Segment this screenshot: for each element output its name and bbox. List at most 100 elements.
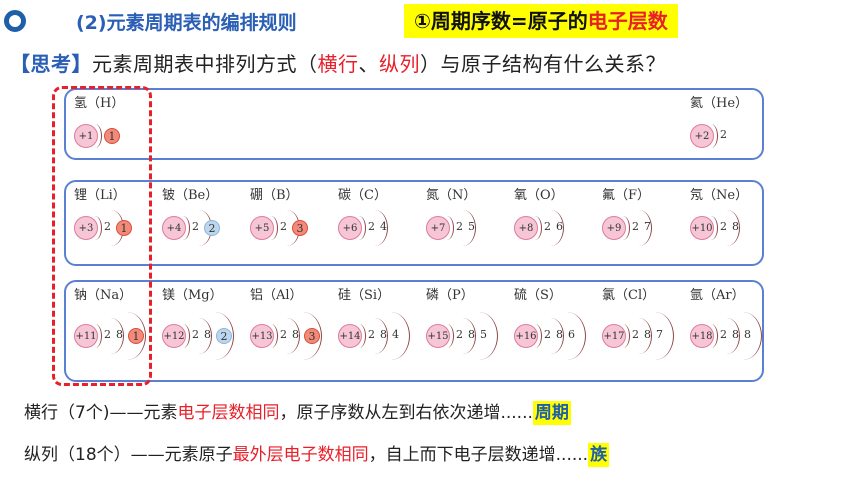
think-question: 【思考】元素周期表中排列方式（横行、纵列）与原子结构有什么关系？	[10, 48, 666, 77]
electron-count: 4	[392, 328, 399, 341]
question-red-b: 纵列	[379, 52, 420, 76]
element-name: 硫（S）	[514, 288, 562, 303]
electron-count: 2	[720, 128, 727, 141]
element-name: 磷（P）	[426, 288, 474, 303]
shell-arc-icon	[372, 312, 410, 360]
electron-count: 2	[204, 220, 220, 236]
summary-row-text-a: 横行（7个)——元素	[24, 403, 178, 423]
summary-col-red: 最外层电子数相同	[232, 445, 369, 465]
electron-count: 5	[480, 328, 487, 341]
electron-count: 1	[116, 220, 132, 236]
shell-arc-icon	[538, 210, 564, 246]
question-sep: 、	[358, 52, 379, 76]
shell-arc-icon	[450, 210, 476, 246]
logo-ring-icon	[4, 10, 26, 32]
shell-arc-icon	[724, 312, 762, 360]
electron-count: 2	[216, 328, 232, 344]
shell-arc-icon	[626, 210, 652, 246]
shell-arc-icon	[704, 124, 718, 148]
shell-arc-icon	[88, 124, 102, 148]
shell-arc-icon	[460, 312, 498, 360]
element-name: 氦（He）	[690, 96, 749, 111]
summary-row-red: 电子层数相同	[177, 403, 280, 423]
electron-count: 8	[732, 220, 739, 233]
question-red-a: 横行	[317, 52, 359, 76]
element-name: 锂（Li）	[74, 188, 126, 203]
rule-highlight: ①周期序数=原子的电子层数	[404, 4, 678, 38]
element-name: 氯（Cl）	[602, 288, 656, 303]
shell-arc-icon	[284, 312, 322, 360]
electron-count: 8	[744, 328, 751, 341]
rule-black-text: 原子的	[527, 9, 588, 33]
electron-count: 3	[304, 328, 320, 344]
rule-red-text: 电子层数	[587, 9, 668, 33]
shell-arc-icon	[196, 312, 234, 360]
electron-count: 3	[292, 220, 308, 236]
element-name: 碳（C）	[338, 188, 387, 203]
section-title: (2)元素周期表的编排规则	[76, 12, 297, 34]
question-tag: 【思考】	[10, 52, 92, 76]
question-text-b: ）与原子结构有什么关系？	[420, 52, 666, 76]
electron-count: 5	[468, 220, 475, 233]
summary-col-text-b: ，自上而下电子层数递增......	[368, 445, 589, 465]
summary-periods: 横行（7个)——元素电子层数相同，原子序数从左到右依次递增......周期	[24, 398, 571, 425]
element-name: 铍（Be）	[162, 188, 219, 203]
summary-col-key: 族	[588, 443, 610, 467]
shell-arc-icon	[714, 210, 740, 246]
element-name: 氟（F）	[602, 188, 651, 203]
question-text-a: 元素周期表中排列方式（	[92, 52, 318, 76]
element-name: 硼（B）	[250, 188, 299, 203]
electron-count: 6	[568, 328, 575, 341]
element-name: 氢（H）	[74, 96, 125, 111]
shell-arc-icon	[108, 312, 146, 360]
element-name: 氩（Ar）	[690, 288, 745, 303]
element-name: 钠（Na）	[74, 288, 133, 303]
electron-count: 7	[656, 328, 663, 341]
electron-count: 6	[556, 220, 563, 233]
summary-row-key: 周期	[532, 401, 571, 425]
shell-arc-icon	[548, 312, 586, 360]
electron-count: 4	[380, 220, 387, 233]
electron-count: 1	[128, 328, 144, 344]
element-name: 氖（Ne）	[690, 188, 749, 203]
shell-arc-icon	[362, 210, 388, 246]
shell-arc-icon	[636, 312, 674, 360]
group-1-dashed-highlight	[52, 86, 152, 386]
